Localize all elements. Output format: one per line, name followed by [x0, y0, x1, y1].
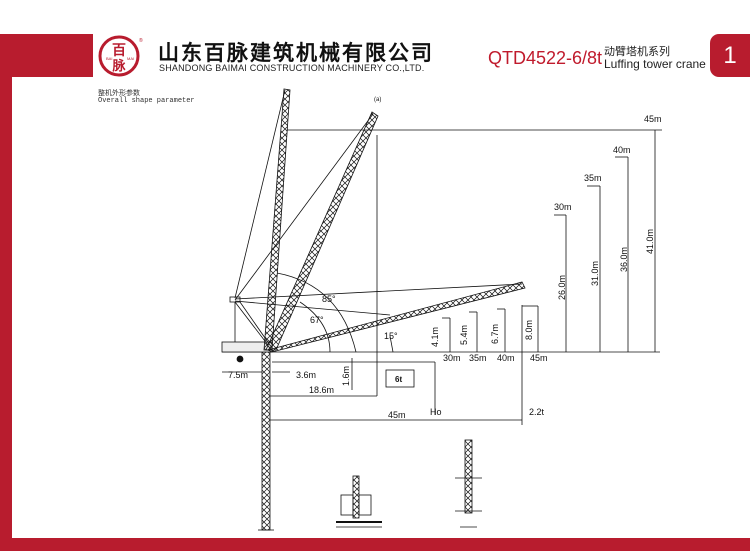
model-number: QTD4522-6/8t [488, 48, 603, 68]
drop-5-4: 5.4m [459, 325, 469, 345]
svg-text:百: 百 [112, 42, 126, 58]
height-1-6: 1.6m [341, 366, 351, 386]
header-band [0, 34, 93, 77]
drop-6-7: 6.7m [490, 324, 500, 344]
left-frame-band [0, 34, 12, 551]
drop-8-0: 8.0m [524, 320, 534, 340]
svg-text:MAI: MAI [127, 56, 134, 61]
angle-15: 15° [384, 331, 398, 341]
mark-a: (a) [374, 97, 381, 103]
svg-text:脉: 脉 [111, 58, 126, 73]
climbing-frame-drawing [336, 475, 382, 528]
mast-section-drawing [455, 439, 482, 528]
tip-radius-35: 35m [469, 353, 487, 363]
boom-15 [234, 281, 526, 353]
company-logo: 百 脉 BAI MAI ® [98, 35, 143, 77]
load-box [385, 369, 415, 388]
height-41: 41.0m [645, 229, 655, 254]
svg-text:BAI: BAI [106, 56, 112, 61]
height-36: 36.0m [619, 247, 629, 272]
section-title-cn: 整机外形参数 [98, 89, 140, 97]
angle-85: 85° [322, 294, 336, 304]
svg-text:®: ® [139, 37, 143, 44]
tip-load: 2.2t [529, 407, 545, 417]
tower-mast [261, 351, 271, 531]
radius-40: 40m [613, 145, 631, 155]
drop-4-1: 4.1m [430, 327, 440, 347]
max-load: 6t [395, 375, 402, 384]
boom-67 [234, 111, 379, 351]
page-number: 1 [710, 34, 750, 77]
offset-length: 3.6m [296, 370, 316, 380]
angle-arc-85 [276, 272, 357, 353]
tip-radius-45: 45m [530, 353, 548, 363]
section-title-en: Overall shape parameter [98, 97, 195, 105]
frame-corner [12, 77, 32, 97]
boom-85 [234, 88, 291, 351]
counter-jib-length: 7.5m [228, 370, 248, 380]
tip-radius-40: 40m [497, 353, 515, 363]
radius-30: 30m [554, 202, 572, 212]
series-en: Luffing tower crane [604, 57, 706, 71]
radius-35: 35m [584, 173, 602, 183]
slewing-icon [236, 355, 244, 363]
angle-67: 67° [310, 315, 324, 325]
min-radius: 18.6m [309, 385, 334, 395]
company-name-en: SHANDONG BAIMAI CONSTRUCTION MACHINERY C… [159, 63, 425, 73]
angle-arc-15 [389, 335, 394, 353]
max-radius: 45m [388, 410, 406, 420]
height-31: 31.0m [590, 261, 600, 286]
height-26: 26.0m [557, 275, 567, 300]
angle-arc-67 [299, 301, 331, 353]
bottom-frame-band [0, 538, 750, 551]
company-name-cn: 山东百脉建筑机械有限公司 [158, 42, 434, 65]
radius-45: 45m [644, 114, 662, 124]
tip-radius-30: 30m [443, 353, 461, 363]
series-cn: 动臂塔机系列 [604, 46, 670, 58]
height-ho: Ho [430, 407, 442, 417]
